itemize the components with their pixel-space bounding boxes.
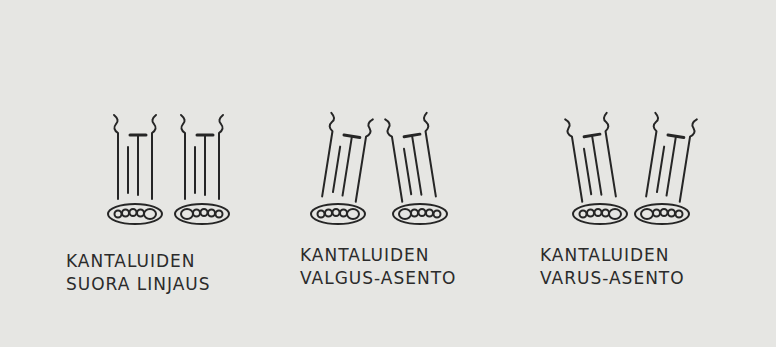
caption-label: KANTALUIDEN SUORA LINJAUS — [66, 250, 226, 296]
caption-label: KANTALUIDEN VALGUS-ASENTO — [300, 244, 480, 290]
leg-pair-valgus — [311, 113, 447, 224]
leg-pair-straight — [108, 115, 229, 224]
caption-label: KANTALUIDEN VARUS-ASENTO — [540, 244, 720, 290]
leg-pair-varus — [565, 113, 697, 224]
